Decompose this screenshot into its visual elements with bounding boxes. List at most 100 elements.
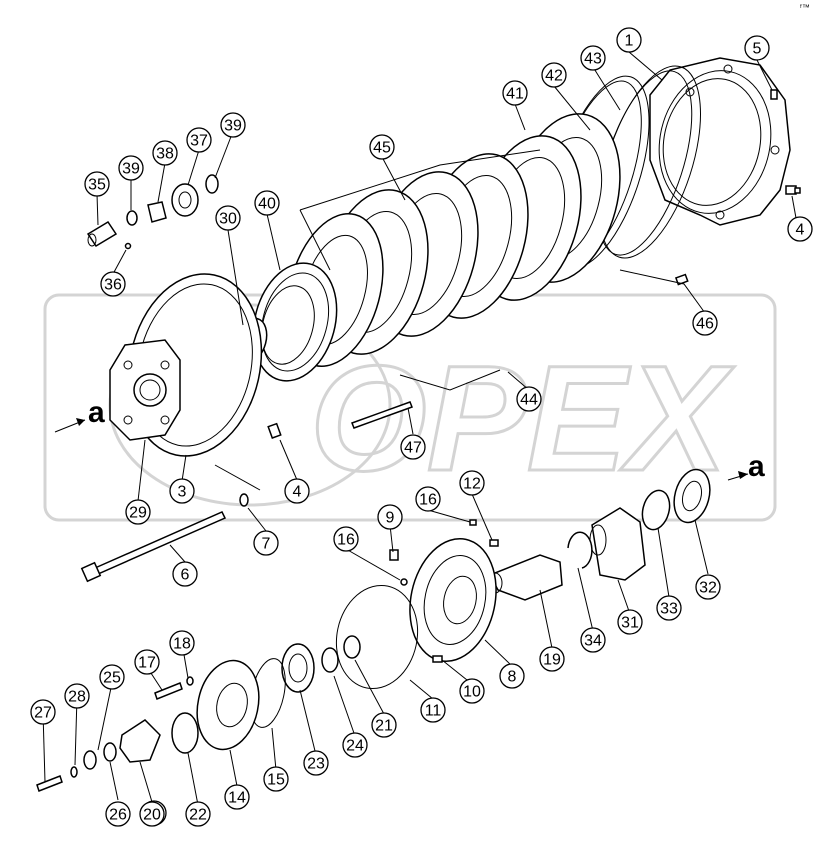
washer-part bbox=[126, 210, 138, 226]
sleeve-part bbox=[86, 220, 118, 248]
callout-circle bbox=[254, 190, 280, 216]
callout-1: 1 bbox=[616, 27, 642, 53]
callout-4: 4 bbox=[284, 478, 310, 504]
callout-8: 8 bbox=[499, 663, 525, 689]
callout-33: 33 bbox=[656, 595, 682, 621]
callout-40: 40 bbox=[254, 190, 280, 216]
washer-part bbox=[83, 750, 97, 770]
callout-number: 17 bbox=[138, 655, 156, 672]
callout-number: 32 bbox=[699, 580, 717, 597]
snap-ring-part bbox=[567, 531, 593, 569]
callout-number: 4 bbox=[796, 222, 805, 239]
direction-arrow-right: a bbox=[727, 450, 765, 483]
callout-41: 41 bbox=[502, 80, 528, 106]
callout-6: 6 bbox=[172, 561, 198, 587]
housing-part bbox=[649, 57, 791, 226]
callout-number: 31 bbox=[621, 615, 639, 632]
callout-number: 16 bbox=[419, 492, 437, 509]
callout-circle bbox=[125, 499, 151, 525]
spacer-part bbox=[147, 201, 167, 223]
callout-32: 32 bbox=[695, 574, 721, 600]
callout-number: 34 bbox=[584, 633, 602, 650]
pin-part bbox=[674, 273, 689, 286]
callout-number: 19 bbox=[543, 652, 561, 669]
pin-part bbox=[432, 655, 443, 663]
callout-circle bbox=[263, 766, 289, 792]
callout-37: 37 bbox=[186, 127, 212, 153]
callout-number: 16 bbox=[337, 532, 355, 549]
callout-9: 9 bbox=[377, 504, 403, 530]
callout-16: 16 bbox=[333, 526, 359, 552]
ball-part bbox=[124, 242, 132, 250]
snap-ring-part bbox=[205, 174, 219, 194]
gear-part bbox=[673, 468, 711, 524]
callout-number: 39 bbox=[224, 118, 242, 135]
callout-number: 23 bbox=[307, 756, 325, 773]
callout-number: 6 bbox=[181, 567, 190, 584]
callout-circle bbox=[134, 649, 160, 675]
callout-number: 20 bbox=[143, 807, 161, 824]
callout-number: 27 bbox=[34, 705, 52, 722]
callout-29: 29 bbox=[125, 499, 151, 525]
shim-part bbox=[335, 584, 419, 690]
callout-number: 43 bbox=[584, 51, 602, 68]
callout-circle bbox=[220, 112, 246, 138]
callout-number: 18 bbox=[173, 636, 191, 653]
long-bolt-part bbox=[80, 511, 227, 583]
callout-28: 28 bbox=[64, 683, 90, 709]
pin-part bbox=[770, 89, 778, 100]
callout-circle bbox=[692, 310, 718, 336]
clutch-disk-pack bbox=[286, 135, 582, 367]
callout-circle bbox=[695, 574, 721, 600]
callout-circle bbox=[224, 784, 250, 810]
callout-circle bbox=[215, 205, 241, 231]
callout-15: 15 bbox=[263, 766, 289, 792]
callout-circle bbox=[342, 732, 368, 758]
callout-39: 39 bbox=[118, 155, 144, 181]
callout-circle bbox=[744, 35, 770, 61]
callout-14: 14 bbox=[224, 784, 250, 810]
callout-circle bbox=[185, 801, 211, 827]
splined-sleeve-part bbox=[589, 507, 646, 581]
callout-30: 30 bbox=[215, 205, 241, 231]
callout-circle bbox=[377, 504, 403, 530]
pin-part bbox=[351, 401, 413, 429]
callout-circle bbox=[420, 697, 446, 723]
callout-circle bbox=[333, 526, 359, 552]
callout-22: 22 bbox=[185, 801, 211, 827]
callout-number: 29 bbox=[129, 505, 147, 522]
callout-number: 30 bbox=[219, 211, 237, 228]
bearing-part bbox=[281, 643, 315, 693]
callout-4: 4 bbox=[787, 216, 813, 242]
bolt-part bbox=[36, 775, 63, 792]
callout-circle bbox=[84, 171, 110, 197]
callout-circle bbox=[99, 664, 125, 690]
seal-part bbox=[103, 742, 117, 762]
callout-number: 33 bbox=[660, 601, 678, 618]
ball-part bbox=[400, 578, 408, 586]
callout-number: 36 bbox=[104, 277, 122, 294]
callout-circle bbox=[656, 595, 682, 621]
carrier-housing-part bbox=[109, 273, 263, 457]
callout-number: 1 bbox=[625, 33, 634, 50]
callout-number: 15 bbox=[267, 772, 285, 789]
callout-17: 17 bbox=[134, 649, 160, 675]
callout-number: 10 bbox=[463, 684, 481, 701]
callout-number: 37 bbox=[190, 133, 208, 150]
callout-23: 23 bbox=[303, 750, 329, 776]
callout-circle bbox=[152, 140, 178, 166]
callout-number: 40 bbox=[258, 196, 276, 213]
washer-part bbox=[70, 766, 78, 778]
callout-44: 44 bbox=[516, 386, 542, 412]
callout-21: 21 bbox=[371, 712, 397, 738]
callout-16: 16 bbox=[415, 486, 441, 512]
callout-circle bbox=[169, 478, 195, 504]
callout-27: 27 bbox=[30, 699, 56, 725]
callout-circle bbox=[64, 683, 90, 709]
callout-46: 46 bbox=[692, 310, 718, 336]
callout-12: 12 bbox=[459, 470, 485, 496]
washer-part bbox=[239, 493, 249, 507]
bolt-part bbox=[785, 185, 801, 195]
plug-part bbox=[389, 549, 399, 561]
